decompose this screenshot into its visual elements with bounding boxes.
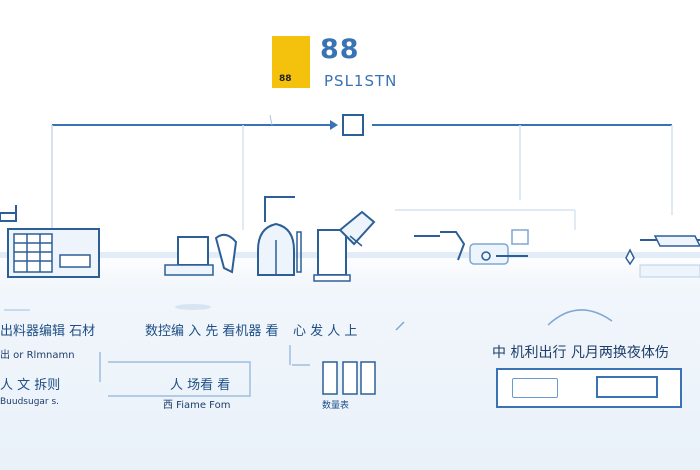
card-field-left — [512, 378, 558, 398]
label-mid-1: 数控编 入 先 看机器 看 — [145, 324, 279, 339]
robot-arm-icon — [313, 210, 376, 282]
card-title: 中 机利出行 凡月两换夜体伤 — [492, 345, 669, 361]
tool-icon — [625, 235, 700, 278]
card-panel — [496, 368, 682, 408]
logo-subtitle: PSL1STN — [324, 72, 398, 90]
brand-logo: 88 88 PSL1STN — [272, 34, 440, 92]
label-left-4: Buudsugar s. — [0, 397, 60, 407]
label-right-2: 数量表 — [322, 401, 350, 411]
arrow-head-icon — [330, 120, 338, 130]
node-square — [342, 114, 364, 136]
logo-badge: 88 — [272, 36, 310, 88]
label-left-2: 出 or Rlmnamn — [0, 350, 75, 361]
label-left-3: 人 文 拆则 — [0, 378, 61, 393]
arc-line — [547, 309, 613, 326]
machine-cabinet-icon — [0, 205, 100, 278]
bracket-line — [108, 361, 251, 397]
label-left-1: 出料器编辑 石材 — [0, 324, 96, 339]
tick-mark — [269, 114, 273, 126]
logo-badge-number: 88 — [279, 74, 292, 84]
tank-icon — [257, 196, 302, 276]
info-card: 中 机利出行 凡月两换夜体伤 — [484, 330, 694, 420]
columns-icon — [322, 361, 376, 395]
conveyor-icon — [414, 229, 529, 265]
shadow-ellipse — [175, 304, 211, 310]
card-field-right — [596, 376, 658, 398]
label-mid-3: 西 Fiame Fom — [163, 400, 231, 411]
logo-title: 88 — [320, 34, 360, 65]
workstation-icon — [164, 233, 238, 276]
label-mid-2: 人 场看 看 — [170, 378, 231, 393]
label-right-1: 心 发 人 上 — [293, 324, 358, 339]
